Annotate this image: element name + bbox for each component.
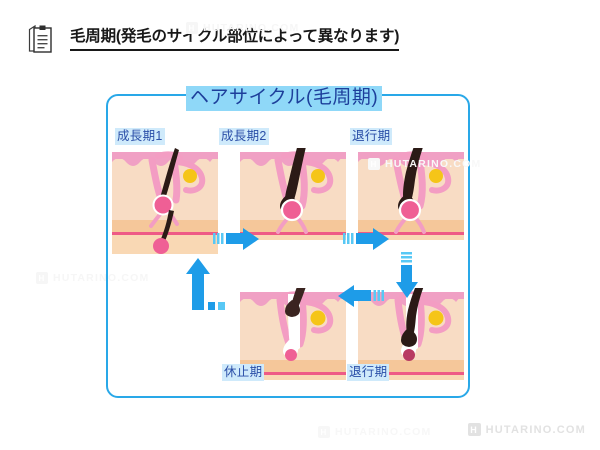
arrow-telogen-to-anagen1 [186, 258, 230, 315]
arrow-anagen2-to-catagen [343, 228, 389, 255]
watermark-hutarino-main: H HUTARINO.COM [467, 423, 586, 436]
watermark-hutarino-faint-1: H HUTARINO.COM [318, 426, 431, 438]
follicle-panel-anagen1 [112, 148, 218, 254]
page-header: 毛周期(発毛のサイクル部位によって異なります) [0, 0, 600, 78]
watermark-mark-icon: H [36, 272, 48, 284]
watermark-mark-icon: H [318, 426, 330, 438]
watermark-label: HUTARINO.COM [485, 423, 586, 436]
watermark-mark-icon: H [467, 423, 481, 436]
follicle-panel-catagen-bottom [358, 288, 464, 380]
clipboard-icon [26, 23, 56, 55]
stage-label-catagen-bottom: 退行期 [347, 364, 390, 381]
arrow-catagen-bottom-to-telogen [338, 285, 384, 312]
stage-label-telogen: 休止期 [222, 364, 265, 381]
follicle-panel-telogen [240, 288, 346, 380]
stage-label-catagen-top: 退行期 [350, 128, 393, 145]
diagram-title: ヘアサイクル(毛周期) [186, 86, 383, 111]
stage-label-anagen1: 成長期1 [115, 128, 165, 145]
watermark-label: HUTARINO.COM [335, 426, 432, 438]
stage-label-anagen2: 成長期2 [219, 128, 269, 145]
follicle-panel-catagen-top [358, 148, 464, 240]
arrow-catagen-top-to-bottom [396, 252, 418, 303]
page-title: 毛周期(発毛のサイクル部位によって異なります) [70, 27, 399, 51]
arrow-anagen1-to-anagen2 [213, 228, 259, 255]
follicle-panel-anagen2 [240, 148, 346, 240]
